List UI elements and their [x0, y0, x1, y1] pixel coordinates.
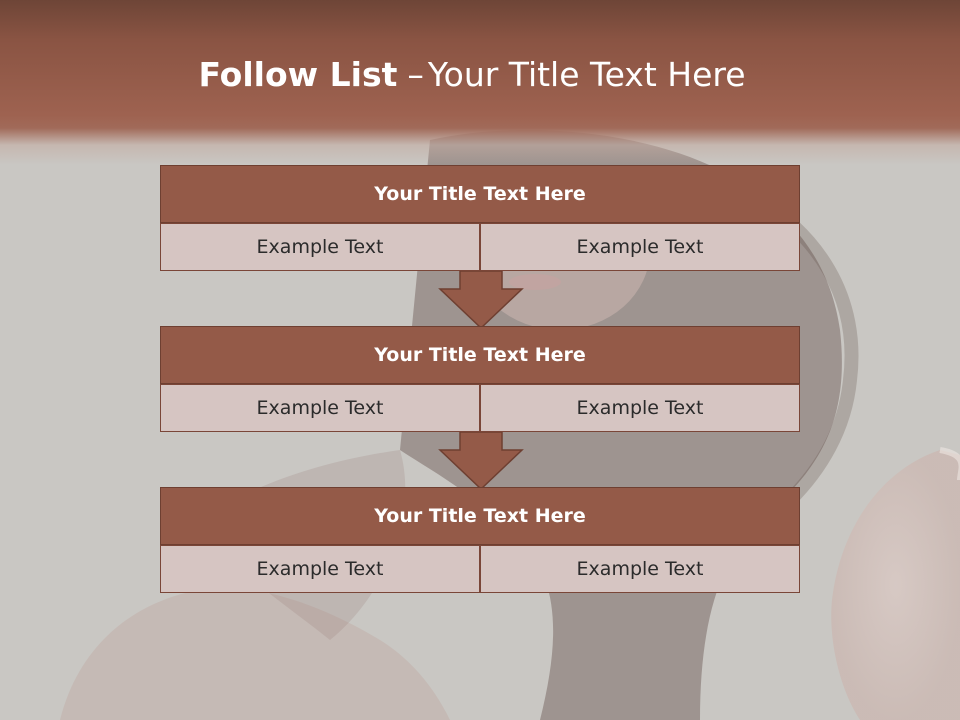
block-title: Your Title Text Here [160, 487, 800, 545]
slide-title-bold: Follow List [198, 55, 398, 94]
list-block-2: Your Title Text Here Example Text Exampl… [160, 326, 800, 432]
list-block-3: Your Title Text Here Example Text Exampl… [160, 487, 800, 593]
header-band [0, 0, 960, 165]
block-title: Your Title Text Here [160, 165, 800, 223]
block-cell-left: Example Text [160, 384, 480, 432]
slide-title-separator: – [407, 55, 424, 94]
block-cell-left: Example Text [160, 545, 480, 593]
block-title: Your Title Text Here [160, 326, 800, 384]
down-arrow-icon [438, 432, 524, 490]
list-block-1: Your Title Text Here Example Text Exampl… [160, 165, 800, 271]
slide-title-rest: Your Title Text Here [427, 55, 746, 94]
slide-title: Follow List–Your Title Text Here [0, 52, 944, 98]
block-cell-right: Example Text [480, 384, 800, 432]
down-arrow-icon [438, 271, 524, 329]
block-cell-right: Example Text [480, 545, 800, 593]
block-cell-right: Example Text [480, 223, 800, 271]
block-cell-left: Example Text [160, 223, 480, 271]
